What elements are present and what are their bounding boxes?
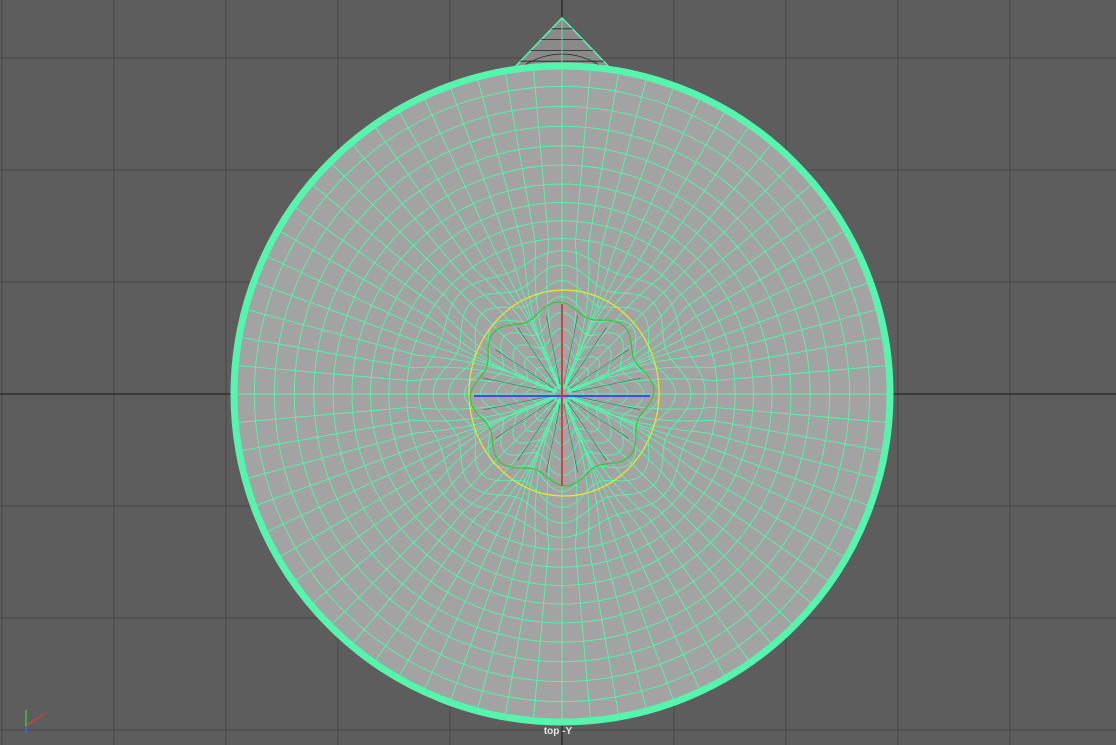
mesh-spoke	[504, 399, 560, 718]
mesh-spoke	[422, 96, 561, 390]
mesh-spoke	[373, 399, 561, 663]
mesh-spoke	[567, 336, 886, 392]
mesh-spoke	[566, 254, 860, 393]
mesh-crease	[570, 349, 629, 389]
mesh-spoke	[564, 398, 648, 711]
mesh-spoke	[238, 396, 557, 452]
mesh-spoke	[293, 395, 557, 583]
mesh-spoke	[277, 229, 557, 393]
mesh-spoke	[565, 399, 774, 646]
mesh-spoke	[532, 400, 561, 721]
mesh-spoke	[532, 67, 561, 388]
mesh-spoke	[563, 398, 702, 692]
mesh-spoke	[567, 395, 847, 559]
mesh-wireframe	[233, 65, 891, 723]
mesh-spoke	[476, 77, 560, 390]
mesh-spoke	[350, 399, 559, 646]
mesh-crease	[517, 327, 557, 386]
axis-gizmo-icon	[18, 708, 52, 743]
mesh-spoke	[567, 397, 814, 606]
mesh-crease	[546, 315, 561, 385]
mesh-spoke	[264, 395, 558, 534]
pivot-manipulator[interactable]	[474, 304, 650, 486]
mesh-spoke	[373, 125, 561, 389]
mesh-spoke	[310, 397, 557, 606]
mesh-crease	[570, 399, 629, 439]
mesh-spoke	[563, 125, 751, 389]
mesh-spoke	[564, 399, 620, 718]
mesh-crease	[563, 315, 578, 385]
mesh-crease	[483, 395, 553, 410]
mesh-crease	[563, 403, 578, 473]
mesh-spoke	[565, 142, 774, 389]
mesh-spoke	[245, 396, 558, 480]
mesh-spoke	[566, 308, 879, 392]
mesh-spoke	[567, 205, 831, 393]
mesh-spoke	[567, 395, 831, 583]
mesh-spoke	[566, 398, 795, 627]
mesh-crease	[571, 395, 641, 410]
mesh-crease	[495, 349, 554, 389]
mesh-spoke	[397, 399, 561, 679]
mesh-crease	[567, 327, 607, 386]
mesh-crease	[546, 403, 561, 473]
camera-name-label: top -Y	[543, 726, 573, 737]
mesh-spoke	[563, 399, 751, 663]
mesh-spoke	[563, 400, 592, 721]
mesh-crease	[483, 378, 553, 393]
mesh-crease	[571, 378, 641, 393]
mesh-spoke	[566, 161, 795, 390]
mesh-spoke	[449, 398, 561, 703]
mesh-crease	[567, 402, 607, 461]
mesh-spoke	[329, 398, 558, 627]
mesh-spoke	[235, 364, 556, 393]
mesh-creases	[483, 315, 641, 473]
mesh-spoke	[253, 281, 558, 393]
mesh-crease	[495, 399, 554, 439]
axis-x-line	[25, 713, 45, 727]
mesh-spoke	[238, 336, 557, 392]
selection-ring	[468, 289, 660, 497]
mesh-nub	[508, 16, 616, 73]
mesh-spoke	[564, 70, 620, 389]
mesh-spoke	[350, 142, 559, 389]
mesh-spoke	[568, 364, 889, 393]
mesh-spoke	[567, 396, 886, 452]
inner-curve	[469, 301, 655, 487]
mesh-spoke	[563, 67, 592, 388]
mesh-spoke	[293, 205, 557, 393]
mesh-spoke	[563, 85, 675, 390]
mesh-spoke	[310, 182, 557, 391]
mesh-spoke	[235, 395, 556, 424]
mesh-border	[230, 62, 894, 726]
mesh-spoke	[504, 70, 560, 389]
mesh-spoke	[566, 395, 871, 507]
mesh-crease	[517, 402, 557, 461]
mesh-spoke	[568, 395, 889, 424]
mesh-spoke	[567, 182, 814, 391]
mesh-spoke	[563, 109, 727, 389]
mesh-spoke	[329, 161, 558, 390]
